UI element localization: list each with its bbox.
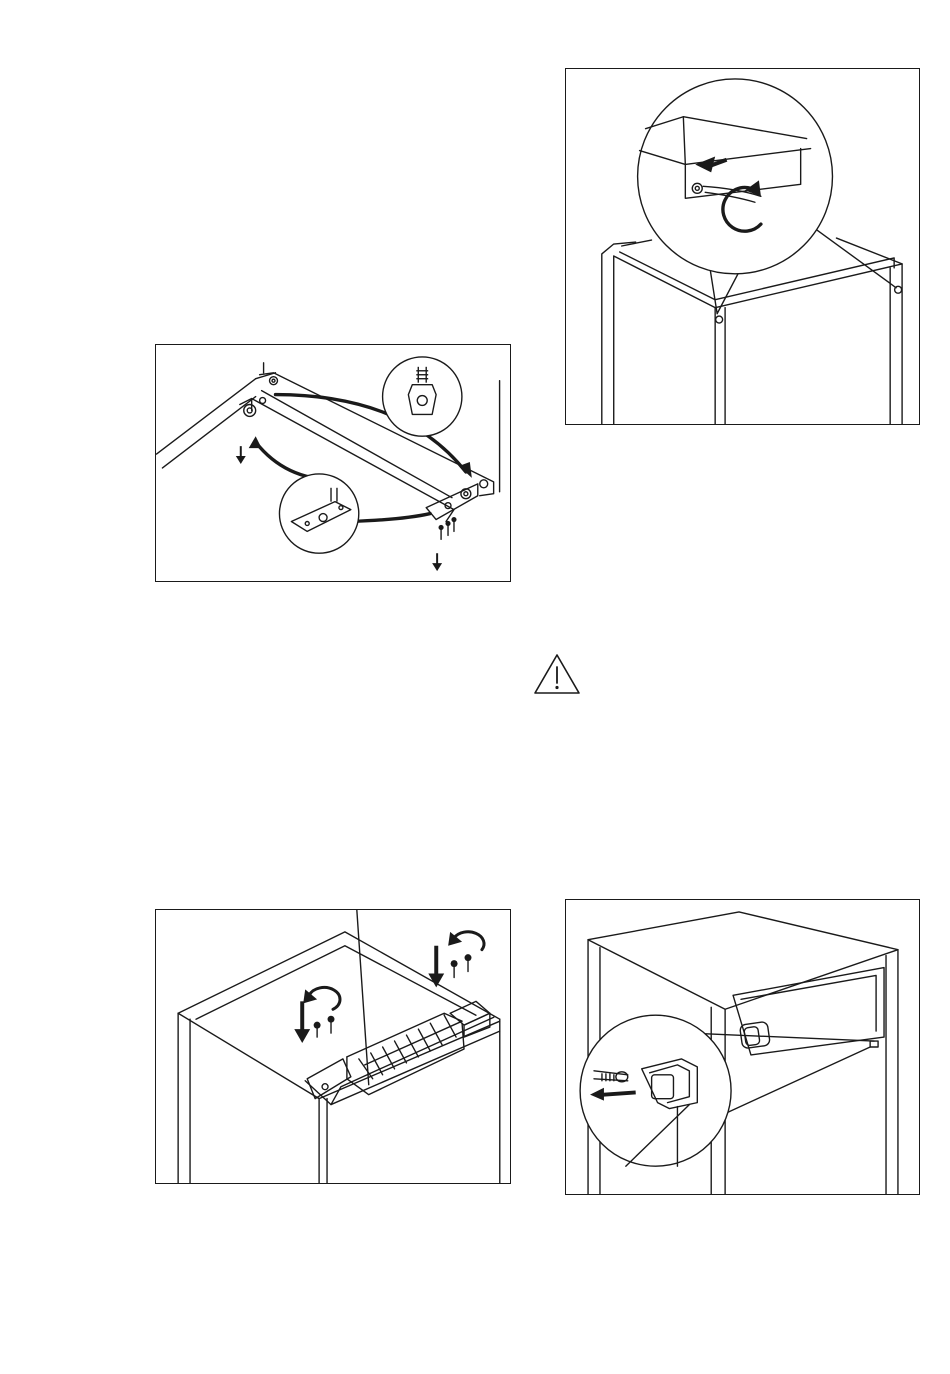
door-stop-figure — [565, 899, 920, 1195]
top-cover-screw-figure — [565, 68, 920, 425]
top-hinge-illustration — [156, 910, 510, 1183]
hinge-removal-illustration — [156, 345, 510, 581]
door-stop-illustration — [566, 900, 919, 1194]
warning-triangle-icon — [532, 652, 582, 696]
hinge-removal-figure — [155, 344, 511, 582]
top-cover-screw-illustration — [566, 69, 919, 424]
top-hinge-figure — [155, 909, 511, 1184]
